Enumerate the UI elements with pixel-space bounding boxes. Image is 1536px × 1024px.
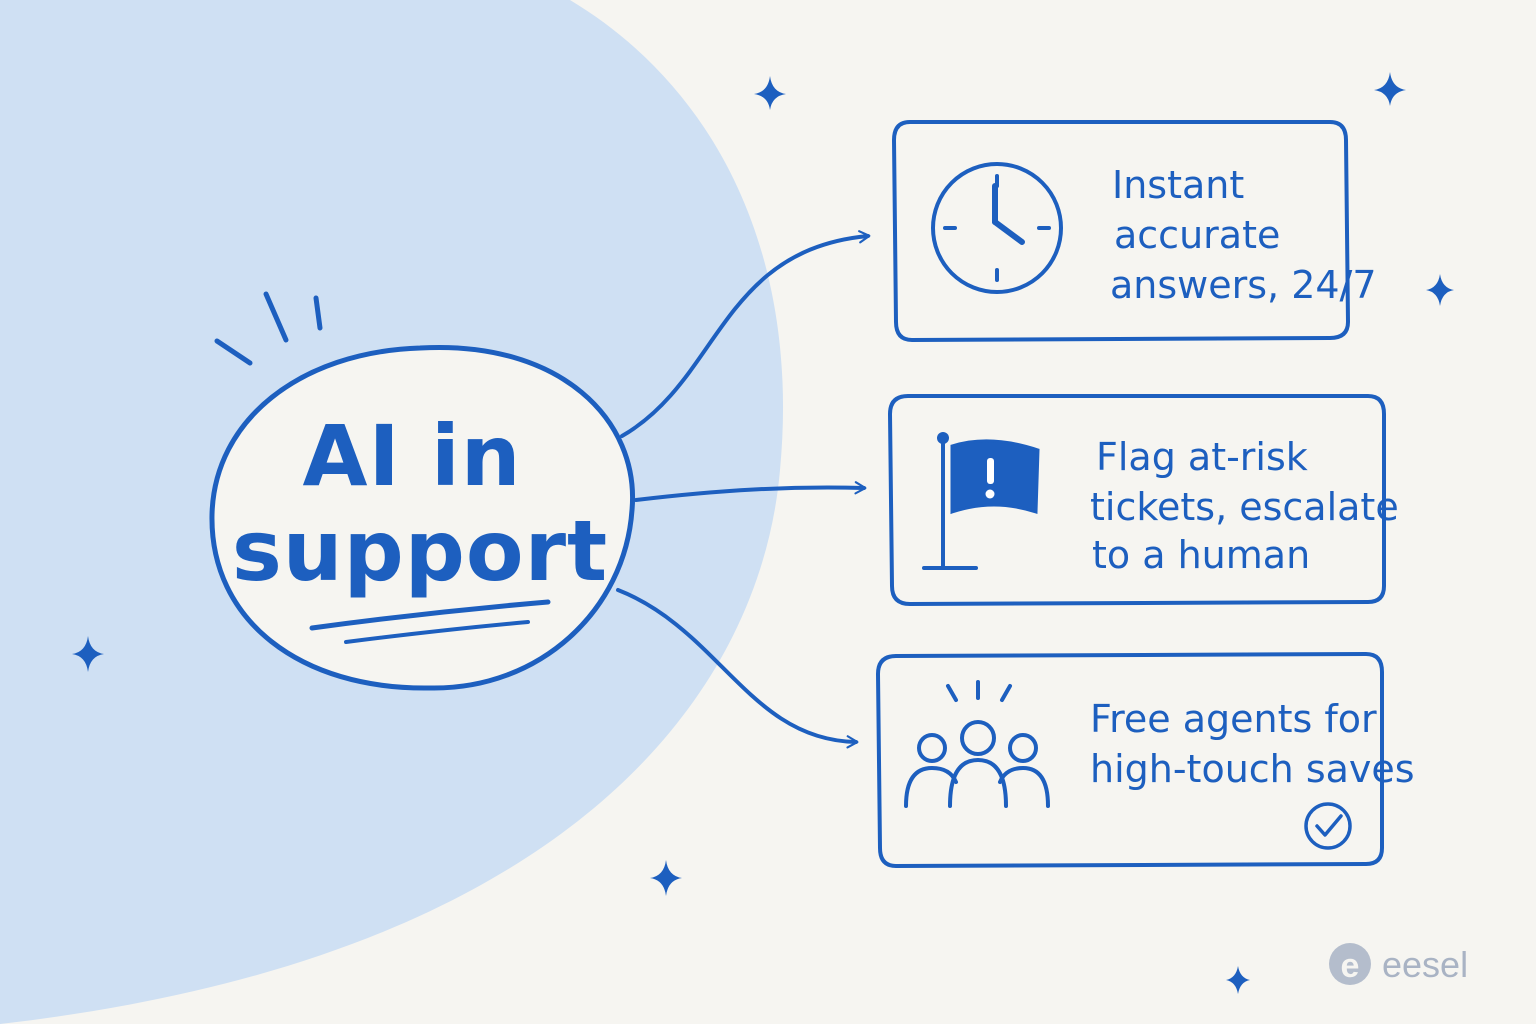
card-1-line-2: accurate <box>1114 213 1280 257</box>
card-instant-answers: Instant accurate answers, 24/7 <box>891 120 1377 343</box>
flag-icon <box>922 432 1040 570</box>
sparkle-icon <box>754 76 786 110</box>
card-2-line-3: to a human <box>1092 533 1310 577</box>
svg-text:e: e <box>1341 947 1360 985</box>
sparkle-icon <box>1374 72 1406 106</box>
sparkle-icon <box>1226 966 1250 994</box>
arrow-to-card-3 <box>616 588 859 749</box>
sparkle-icon <box>650 860 682 896</box>
central-node: AI in support <box>209 291 636 691</box>
clock-icon <box>931 162 1063 294</box>
card-free-agents: Free agents for high-touch saves <box>875 651 1415 869</box>
check-circle-icon <box>1304 802 1352 850</box>
underline-stroke <box>309 599 551 631</box>
central-node-title-line1: AI in <box>302 407 521 505</box>
card-1-line-1: Instant <box>1112 163 1244 207</box>
central-node-title-line2: support <box>232 502 608 600</box>
card-3-line-1: Free agents for <box>1090 697 1377 741</box>
card-outline <box>891 120 1351 343</box>
card-outline <box>875 651 1384 869</box>
card-2-line-1: Flag at-risk <box>1096 435 1308 479</box>
arrow-to-card-2 <box>634 481 867 502</box>
arrow-to-card-1 <box>620 230 871 438</box>
card-3-line-2: high-touch saves <box>1090 747 1415 791</box>
logo-text: eesel <box>1382 944 1468 985</box>
sparkle-icon <box>72 636 104 672</box>
eesel-logo: e eesel <box>1329 943 1468 985</box>
card-1-line-3: answers, 24/7 <box>1110 263 1377 307</box>
connectors <box>616 230 871 749</box>
eesel-logo-icon: e <box>1329 943 1371 985</box>
card-2-line-2: tickets, escalate <box>1090 485 1399 529</box>
sparkle-icon <box>1426 274 1454 306</box>
underline-stroke <box>344 620 530 644</box>
emphasis-lines <box>214 291 323 366</box>
card-flag-at-risk: Flag at-risk tickets, escalate to a huma… <box>887 394 1399 607</box>
team-icon <box>904 680 1050 808</box>
sparkles <box>72 72 1454 994</box>
